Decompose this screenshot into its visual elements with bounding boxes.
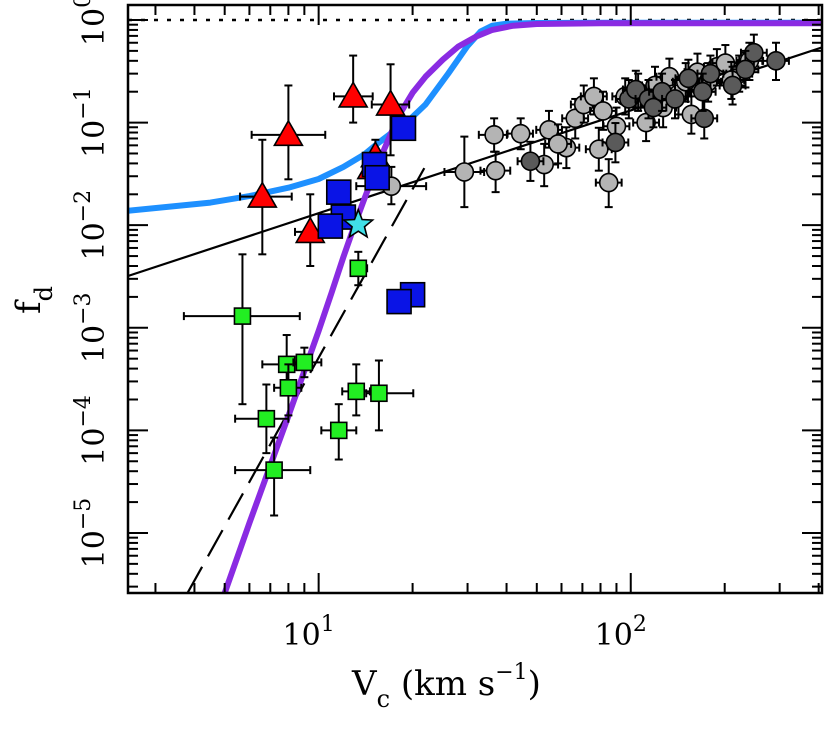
point-triangle-red_triangle-1 [250, 84, 327, 181]
x-tick-label: 102 [595, 612, 647, 653]
x-axis-label-sub: c [377, 685, 390, 713]
point-square-green_square-5 [341, 363, 371, 417]
point-square-green_square-9 [234, 436, 312, 517]
x-axis-label-units: (km s [390, 664, 495, 704]
svg-text:fd: fd [9, 286, 58, 314]
x-axis-label-units-exp: −1 [495, 660, 527, 685]
x-axis-label-main: V [351, 664, 378, 704]
point-circle-light_circle-13 [584, 126, 613, 172]
x-axis-label-units-close: ) [528, 664, 541, 704]
point-circle-dark_circle-13 [762, 41, 790, 82]
point-square-blue_square-7 [386, 288, 412, 315]
point-circle-light_circle-3 [479, 150, 512, 194]
point-triangle-red_triangle-4 [370, 63, 411, 157]
point-circle-dark_circle-7 [661, 79, 689, 120]
point-square-blue_square-0 [390, 115, 417, 142]
svg-text:Vc (km s−1): Vc (km s−1) [351, 660, 541, 713]
point-circle-dark_circle-9 [690, 97, 719, 140]
y-tick-label: 10−4 [71, 395, 112, 466]
point-square-green_square-0 [182, 253, 301, 406]
point-circle-dark_circle-1 [601, 122, 630, 164]
point-star-cyan_star-0 [341, 207, 375, 239]
axis-ticks: 101 102 100 10−1 10−2 10−3 10−4 10−5 [71, 0, 822, 653]
y-axis-label-main: f [9, 299, 49, 314]
point-square-green_square-6 [365, 359, 415, 432]
y-axis-label-sub: d [30, 286, 58, 301]
x-axis-title: Vc (km s−1) [351, 660, 541, 713]
point-circle-light_circle-27 [544, 123, 573, 165]
point-square-green_square-1 [349, 250, 369, 287]
point-circle-dark_circle-0 [516, 140, 545, 182]
point-circle-light_circle-4 [506, 117, 534, 151]
y-axis-title: fd [9, 286, 58, 314]
y-tick-label: 10−2 [71, 190, 112, 261]
point-circle-light_circle-12 [594, 158, 623, 209]
y-tick-label: 10−3 [71, 292, 112, 363]
y-tick-label: 10−5 [71, 498, 112, 569]
point-triangle-red_triangle-3 [333, 54, 374, 124]
x-tick-label: 101 [283, 612, 335, 653]
point-circle-dark_circle-14 [731, 49, 760, 89]
point-circle-light_circle-1 [443, 135, 486, 209]
point-square-green_square-7 [234, 383, 290, 455]
point-square-green_square-8 [320, 403, 358, 461]
point-square-blue_square-3 [325, 179, 352, 205]
data-points [182, 33, 790, 517]
point-square-green_square-3 [292, 346, 323, 379]
y-tick-label: 10−1 [71, 87, 112, 158]
curve-dashed-2 [186, 167, 426, 593]
point-square-blue_square-5 [317, 213, 344, 239]
point-circle-dark_circle-15 [688, 72, 717, 112]
point-square-blue_square-2 [364, 164, 390, 191]
plot-frame [126, 3, 824, 595]
point-triangle-red_triangle-0 [239, 138, 293, 256]
point-square-green_square-4 [273, 363, 303, 417]
y-tick-label: 100 [71, 0, 112, 46]
